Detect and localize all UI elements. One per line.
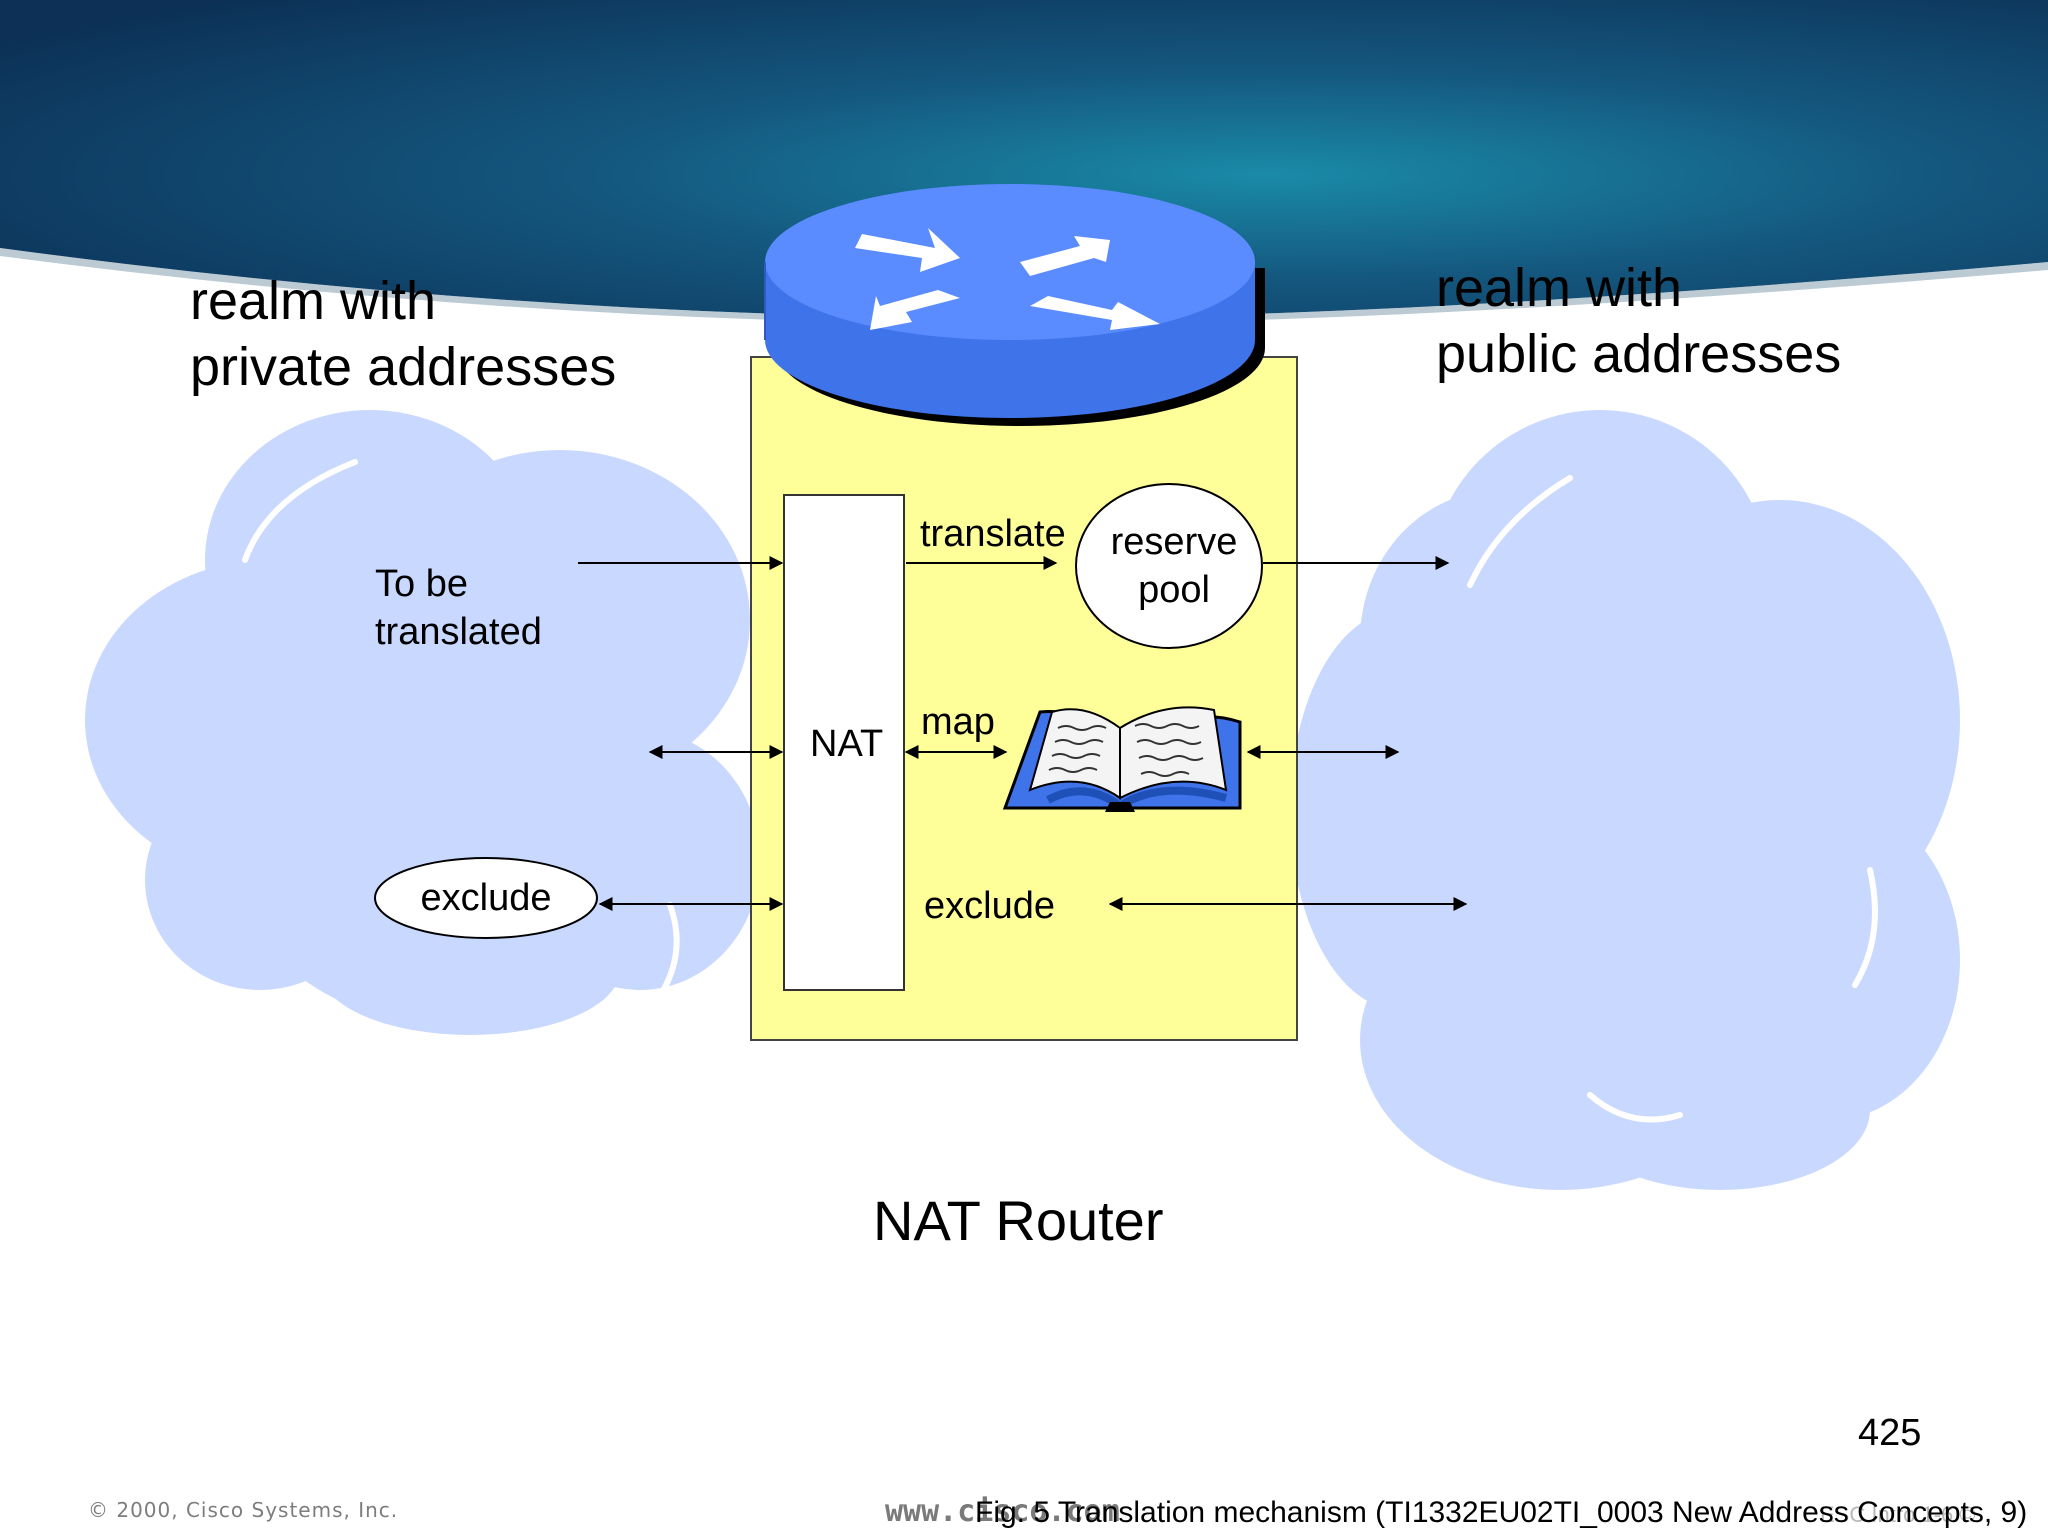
to-be-translated-line2: translated (375, 611, 542, 653)
realm-public-line1: realm with (1436, 258, 1683, 318)
to-be-translated-label: To be translated (375, 560, 542, 656)
nat-box (783, 494, 905, 991)
reserve-pool-line2: pool (1138, 569, 1210, 611)
header-band (0, 0, 2048, 324)
flow-arrows (578, 556, 1468, 911)
footer-website: www.cisco.com (885, 1494, 1120, 1529)
reserve-pool-line1: reserve (1110, 521, 1238, 563)
to-be-translated-line1: To be (375, 563, 468, 605)
router-icon (764, 184, 1265, 426)
footer-copyright: © 2000, Cisco Systems, Inc. (88, 1498, 399, 1522)
figure-caption: Fig. 5 Translation mechanism (TI1332EU02… (975, 1496, 2028, 1529)
nat-label: NAT (810, 723, 884, 765)
translate-label: translate (920, 513, 1066, 555)
reserve-pool-label: reserve pool (1088, 518, 1260, 614)
realm-public-line2: public addresses (1436, 324, 1842, 384)
exclude-right-label: exclude (924, 885, 1055, 927)
footer-code: ESC Intro 1-6 © (1820, 1502, 1976, 1527)
exclude-left-label: exclude (420, 877, 552, 919)
router-title: NAT Router (873, 1189, 1164, 1252)
realm-private-label: realm with private addresses (190, 268, 616, 400)
page-number: 425 (1858, 1412, 1922, 1454)
realm-public-label: realm with public addresses (1436, 255, 1841, 387)
book-icon (1002, 706, 1242, 812)
realm-private-line2: private addresses (190, 337, 617, 397)
realm-private-line1: realm with (190, 271, 437, 331)
map-label: map (921, 701, 995, 743)
private-realm-cloud (85, 410, 760, 1035)
public-realm-cloud (1290, 410, 1960, 1190)
reserve-pool-circle (1075, 483, 1263, 649)
exclude-oval (374, 857, 598, 939)
